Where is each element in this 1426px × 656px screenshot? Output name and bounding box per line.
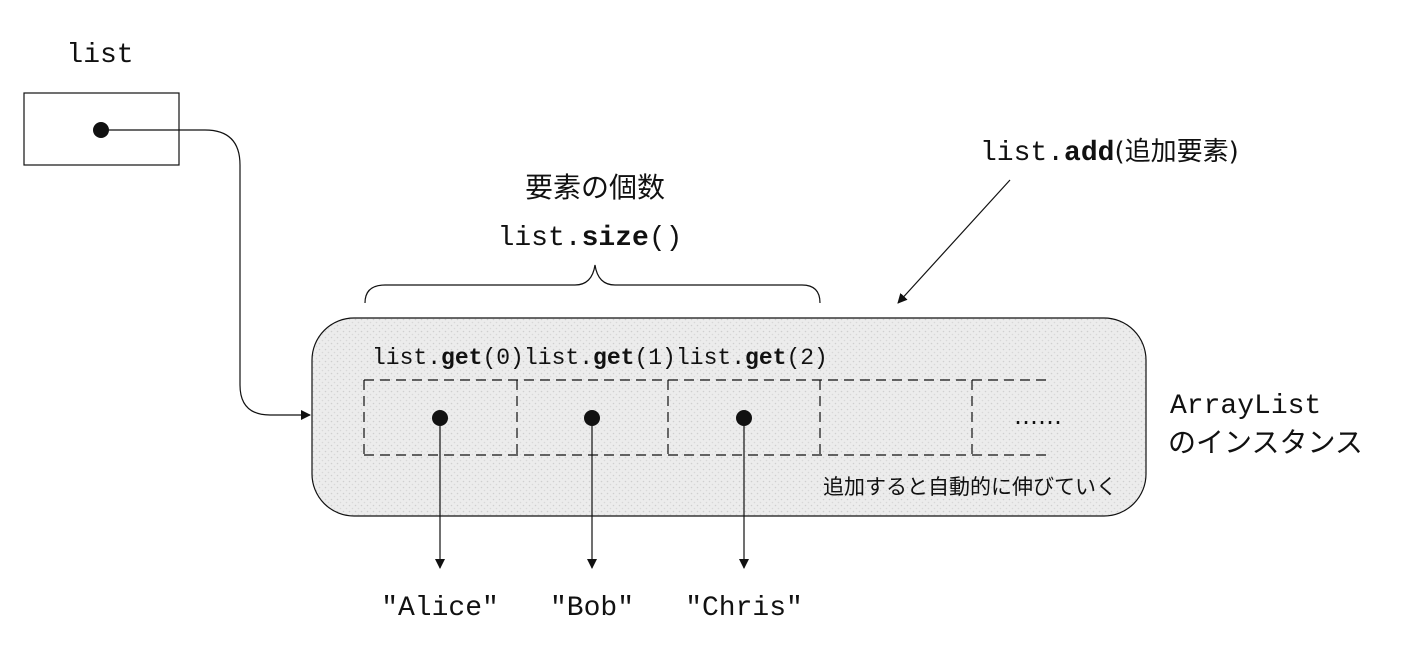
value-bob: "Bob"	[550, 593, 634, 624]
size-call-prefix: list.	[498, 223, 582, 254]
size-call-suffix: ()	[649, 223, 683, 254]
variable-name-label: list	[66, 40, 133, 71]
add-call-arrow	[897, 179, 1011, 304]
instance-description-label: のインスタンス	[1168, 426, 1363, 459]
get-label-0-index: (0)	[482, 345, 523, 371]
get-label-1: list.get(1)	[524, 345, 676, 371]
add-call-prefix: list.	[980, 138, 1064, 169]
size-brace	[364, 264, 821, 304]
get-label-1-index: (1)	[634, 345, 675, 371]
get-label-1-prefix: list.	[524, 345, 593, 371]
get-label-2-prefix: list.	[676, 345, 745, 371]
arraylist-instance-box	[311, 317, 1147, 517]
add-call-label: list.add(追加要素)	[980, 137, 1239, 169]
slot-0-dot	[432, 410, 448, 426]
size-call-method: size	[582, 223, 649, 254]
add-call-method: add	[1064, 138, 1114, 169]
size-call-label: list.size()	[498, 223, 683, 254]
add-call-args: (追加要素)	[1114, 137, 1238, 167]
slot-1-dot	[584, 410, 600, 426]
get-label-2-method: get	[745, 345, 786, 371]
value-chris: "Chris"	[685, 593, 803, 624]
get-label-0-prefix: list.	[372, 345, 441, 371]
value-alice: "Alice"	[381, 593, 499, 624]
get-label-0-method: get	[441, 345, 482, 371]
slot-2-dot	[736, 410, 752, 426]
get-label-2-index: (2)	[786, 345, 827, 371]
size-title: 要素の個数	[525, 171, 665, 204]
auto-growth-note: 追加すると自動的に伸びていく	[823, 475, 1117, 499]
slot-grid	[363, 379, 1050, 456]
slot-ellipsis: ……	[1014, 402, 1062, 430]
get-label-1-method: get	[593, 345, 634, 371]
instance-class-label: ArrayList	[1170, 391, 1321, 422]
get-label-0: list.get(0)	[372, 345, 524, 371]
variable-reference-dot	[93, 122, 109, 138]
variable-to-instance-arrow	[109, 129, 311, 420]
get-label-2: list.get(2)	[676, 345, 828, 371]
